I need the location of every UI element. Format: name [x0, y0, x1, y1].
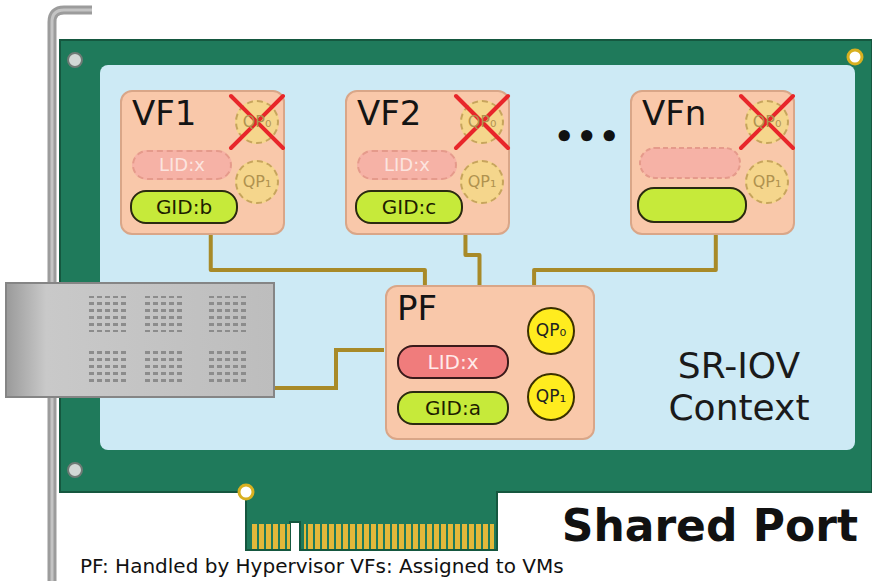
function-name: PF — [397, 289, 437, 328]
connector-pins — [144, 350, 184, 386]
cross-stroke — [741, 96, 793, 148]
address-label: QP₁ — [753, 173, 782, 191]
gold-fingers — [250, 524, 290, 549]
sriov-context-region: SR-IOV ContextVF1LID:xGID:bQP₀QP₁VF2LID:… — [100, 65, 855, 450]
connector-pins — [144, 296, 184, 332]
cross-stroke — [231, 96, 283, 148]
function-name: VFn — [642, 94, 706, 133]
empty-lid-pill — [640, 148, 740, 178]
cross-stroke — [456, 96, 508, 148]
queue-pair-unused: QP₁ — [235, 160, 279, 204]
screw-hole — [68, 53, 82, 67]
address-label: QP₁ — [243, 173, 272, 191]
mounting-bracket — [52, 10, 92, 581]
empty-gid-pill — [638, 188, 746, 222]
gold-fingers — [304, 524, 494, 549]
internal-link — [534, 235, 716, 285]
queue-pair-unused: QP₀ — [235, 100, 279, 144]
address-label: QP₀ — [243, 113, 272, 131]
queue-pair-unused: QP₀ — [460, 100, 504, 144]
connector-pins — [88, 350, 128, 386]
cross-stroke — [231, 96, 283, 148]
connector-pins — [208, 350, 248, 386]
address-label: QP₀ — [468, 113, 497, 131]
cross-stroke — [456, 96, 508, 148]
port-wire — [274, 350, 384, 388]
pcb-board — [60, 40, 872, 550]
queue-pair-unused: QP₁ — [460, 160, 504, 204]
address-label: QP₀ — [753, 113, 782, 131]
address-label: LID:x — [384, 155, 430, 176]
physical-function-box: PF LID:xGID:a QP₀ QP₁ — [385, 285, 595, 440]
virtual-function-box: VF2LID:xGID:c QP₀ QP₁ — [345, 90, 510, 235]
gid-pill: GID:b — [130, 190, 238, 224]
mounting-bracket-highlight — [52, 10, 92, 581]
function-name: VF1 — [132, 94, 196, 133]
virtual-function-box: VF1LID:xGID:b QP₀ QP₁ — [120, 90, 285, 235]
connector-pins — [208, 296, 248, 332]
diagram-title: Shared Port — [562, 500, 858, 551]
address-label: GID:c — [382, 196, 437, 219]
function-name: VF2 — [357, 94, 421, 133]
screw-hole — [68, 463, 82, 477]
virtual-function-box: VFn QP₀ QP₁ — [630, 90, 795, 235]
mount-ring — [848, 50, 862, 64]
lid-pill-unused: LID:x — [132, 150, 232, 180]
gid-pill: GID:c — [355, 190, 463, 224]
gid-pill: GID:a — [397, 391, 509, 425]
port-connector — [6, 283, 274, 397]
address-label: GID:a — [425, 397, 481, 420]
ellipsis-mark: ••• — [554, 118, 621, 156]
connector-pins — [88, 296, 128, 332]
queue-pair-unused: QP₀ — [745, 100, 789, 144]
queue-pair-unused: QP₁ — [745, 160, 789, 204]
lid-pill-unused: LID:x — [357, 150, 457, 180]
address-label: QP₀ — [536, 321, 566, 341]
cross-stroke — [741, 96, 793, 148]
address-label: LID:x — [159, 155, 205, 176]
address-label: QP₁ — [536, 387, 566, 407]
address-label: GID:b — [156, 196, 212, 219]
internal-link — [465, 235, 479, 285]
internal-link — [211, 235, 425, 285]
diagram-caption: PF: Handled by Hypervisor VFs: Assigned … — [80, 554, 564, 578]
lid-pill: LID:x — [397, 345, 509, 379]
queue-pair: QP₀ — [527, 307, 575, 355]
queue-pair: QP₁ — [527, 373, 575, 421]
address-label: QP₁ — [468, 173, 497, 191]
region-title: SR-IOV Context — [639, 345, 839, 428]
address-label: LID:x — [427, 351, 478, 374]
mount-ring — [239, 485, 253, 499]
